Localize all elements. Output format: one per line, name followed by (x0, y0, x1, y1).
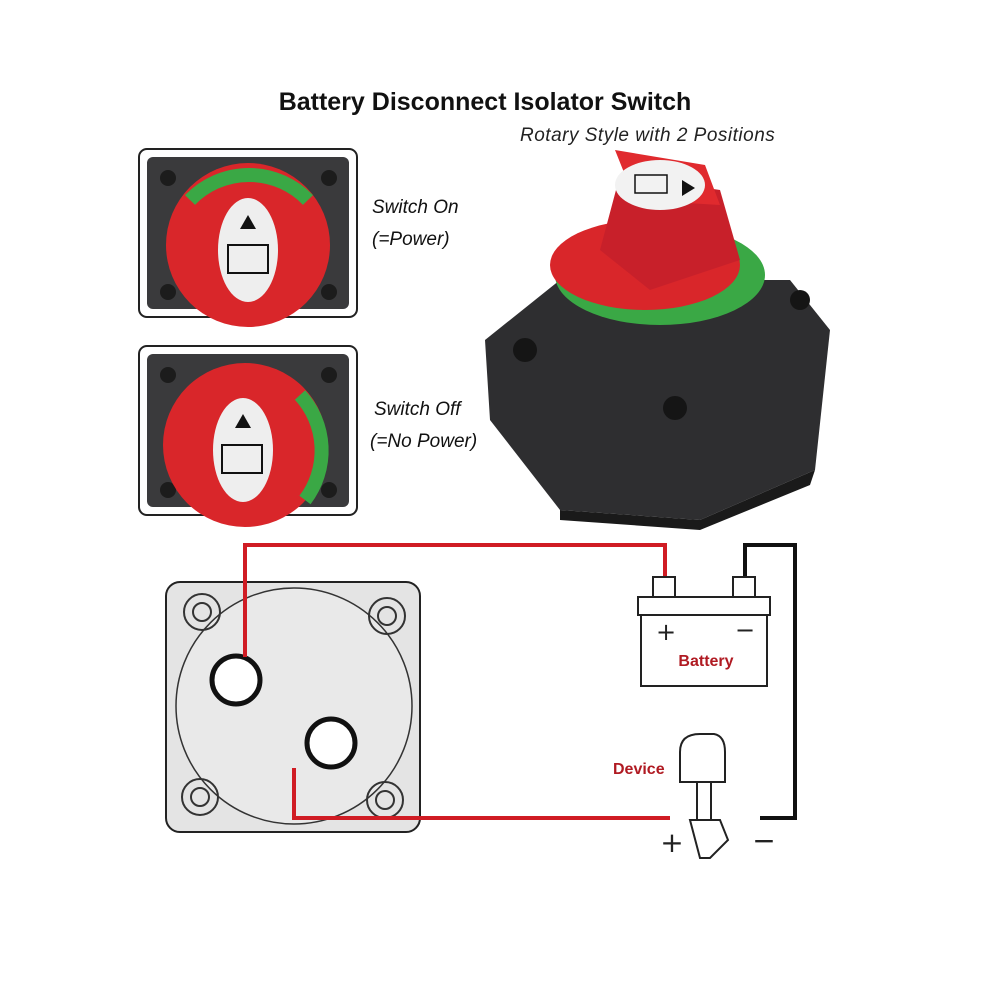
negative-wire (743, 543, 797, 820)
outboard-motor-icon (679, 733, 730, 859)
terminal-2 (304, 716, 358, 770)
subtitle: Rotary Style with 2 Positions (520, 125, 776, 146)
switch-on-photo (138, 148, 358, 327)
switch-off-label: Switch Off (374, 399, 461, 420)
device-plus: + (660, 826, 683, 859)
title: Battery Disconnect Isolator Switch (278, 88, 692, 116)
wiring-diagram: + − Battery Device + − (165, 543, 797, 859)
switch-off-desc: (=No Power) (370, 431, 478, 452)
isolator-switch-product (485, 150, 830, 530)
battery-icon (637, 576, 771, 687)
switch-on-label: Switch On (372, 197, 459, 218)
terminal-1 (209, 653, 263, 707)
battery-minus: − (735, 616, 755, 644)
positive-wire-battery (243, 543, 667, 657)
device-minus: − (752, 824, 775, 857)
switch-off-photo (138, 345, 358, 527)
battery-label: Battery (678, 653, 733, 670)
switch-on-desc: (=Power) (372, 229, 450, 250)
positive-wire-device (292, 768, 670, 820)
battery-plus: + (656, 618, 676, 646)
device-label: Device (613, 761, 665, 778)
